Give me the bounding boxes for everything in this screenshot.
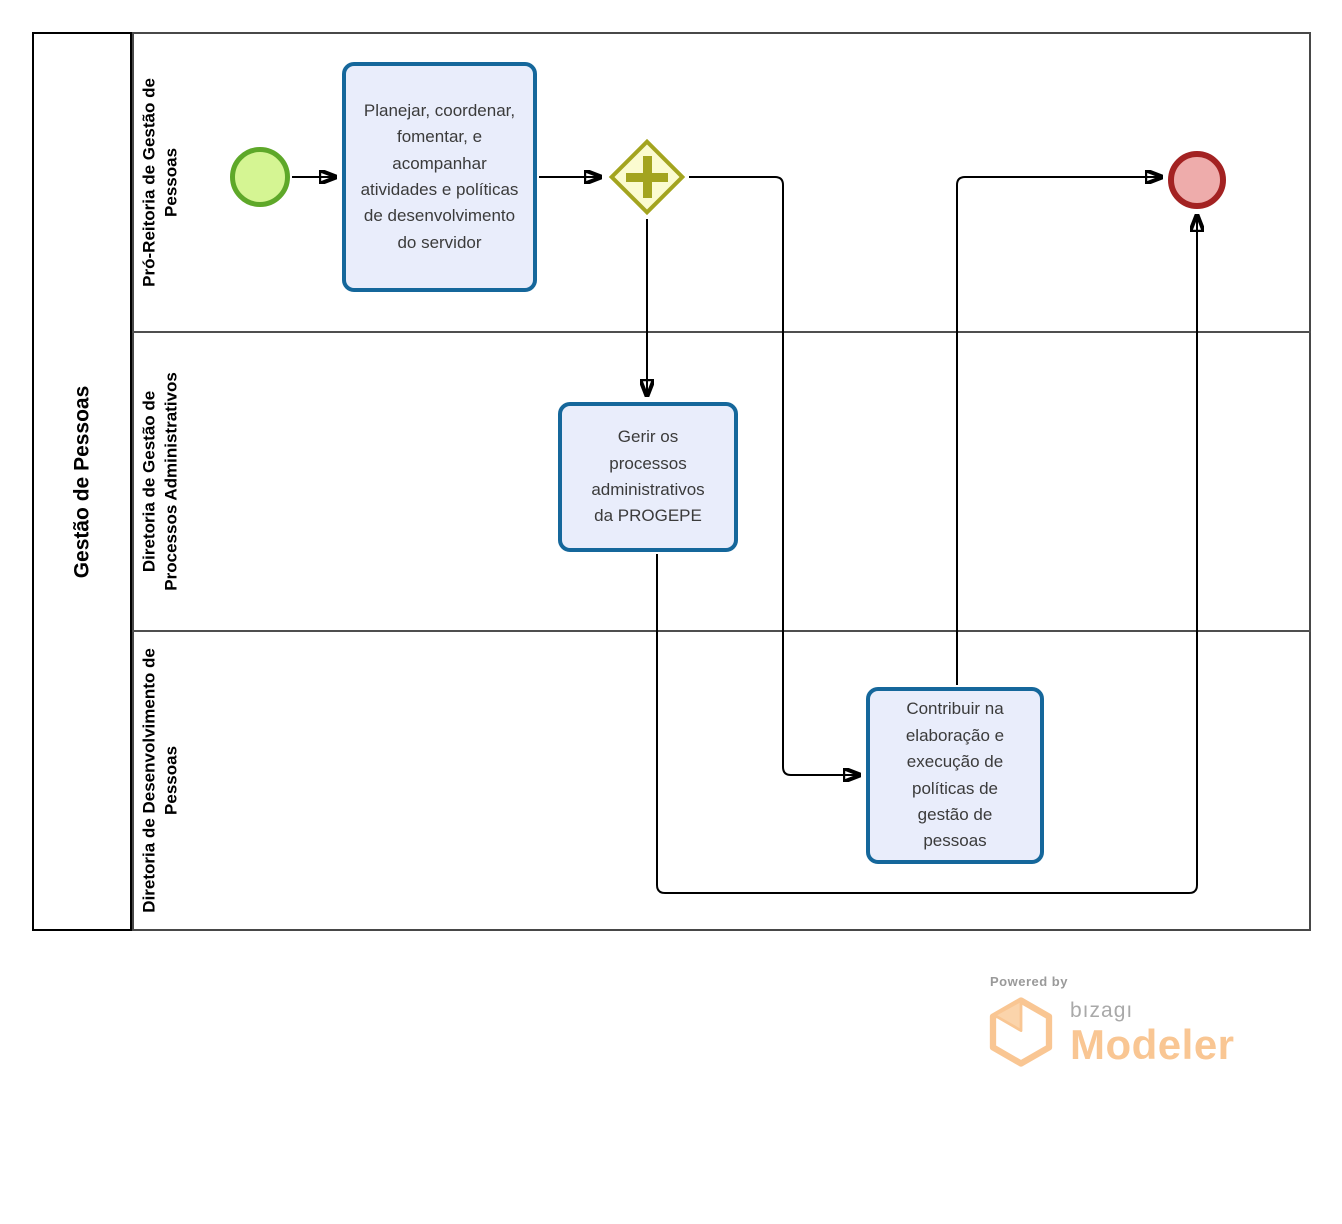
- task-gerir: Gerir os processos administrativos da PR…: [558, 402, 738, 552]
- lane-divider: [132, 630, 1311, 632]
- bizagi-hexagon-icon: [989, 997, 1053, 1067]
- task-contribuir: Contribuir na elaboração e execução de p…: [866, 687, 1044, 864]
- task-gerir-label: Gerir os processos administrativos da PR…: [591, 427, 705, 526]
- pool-lanes-container: [132, 32, 1311, 931]
- powered-by-text: Powered by: [990, 974, 1068, 989]
- flow-gerir-to-end: [656, 215, 1197, 894]
- task-planejar-label: Planejar, coordenar, fomentar, e acompan…: [360, 100, 519, 252]
- bizagi-wordmark: bızagı: [1070, 999, 1134, 1022]
- pool-header: Gestão de Pessoas: [32, 32, 132, 931]
- task-planejar: Planejar, coordenar, fomentar, e acompan…: [342, 62, 537, 292]
- end-event: [1168, 151, 1226, 209]
- bizagi-footer: Powered by bızagı Modeler: [986, 974, 1235, 1069]
- lane-divider: [132, 331, 1311, 333]
- plus-icon: [643, 156, 652, 198]
- task-contribuir-label: Contribuir na elaboração e execução de p…: [905, 699, 1005, 851]
- flow-contribuir-to-end: [956, 177, 1162, 685]
- start-event: [230, 147, 290, 207]
- parallel-gateway: [607, 137, 687, 217]
- flow-gateway-to-contribuir: [689, 176, 860, 775]
- modeler-wordmark: Modeler: [1070, 1021, 1235, 1068]
